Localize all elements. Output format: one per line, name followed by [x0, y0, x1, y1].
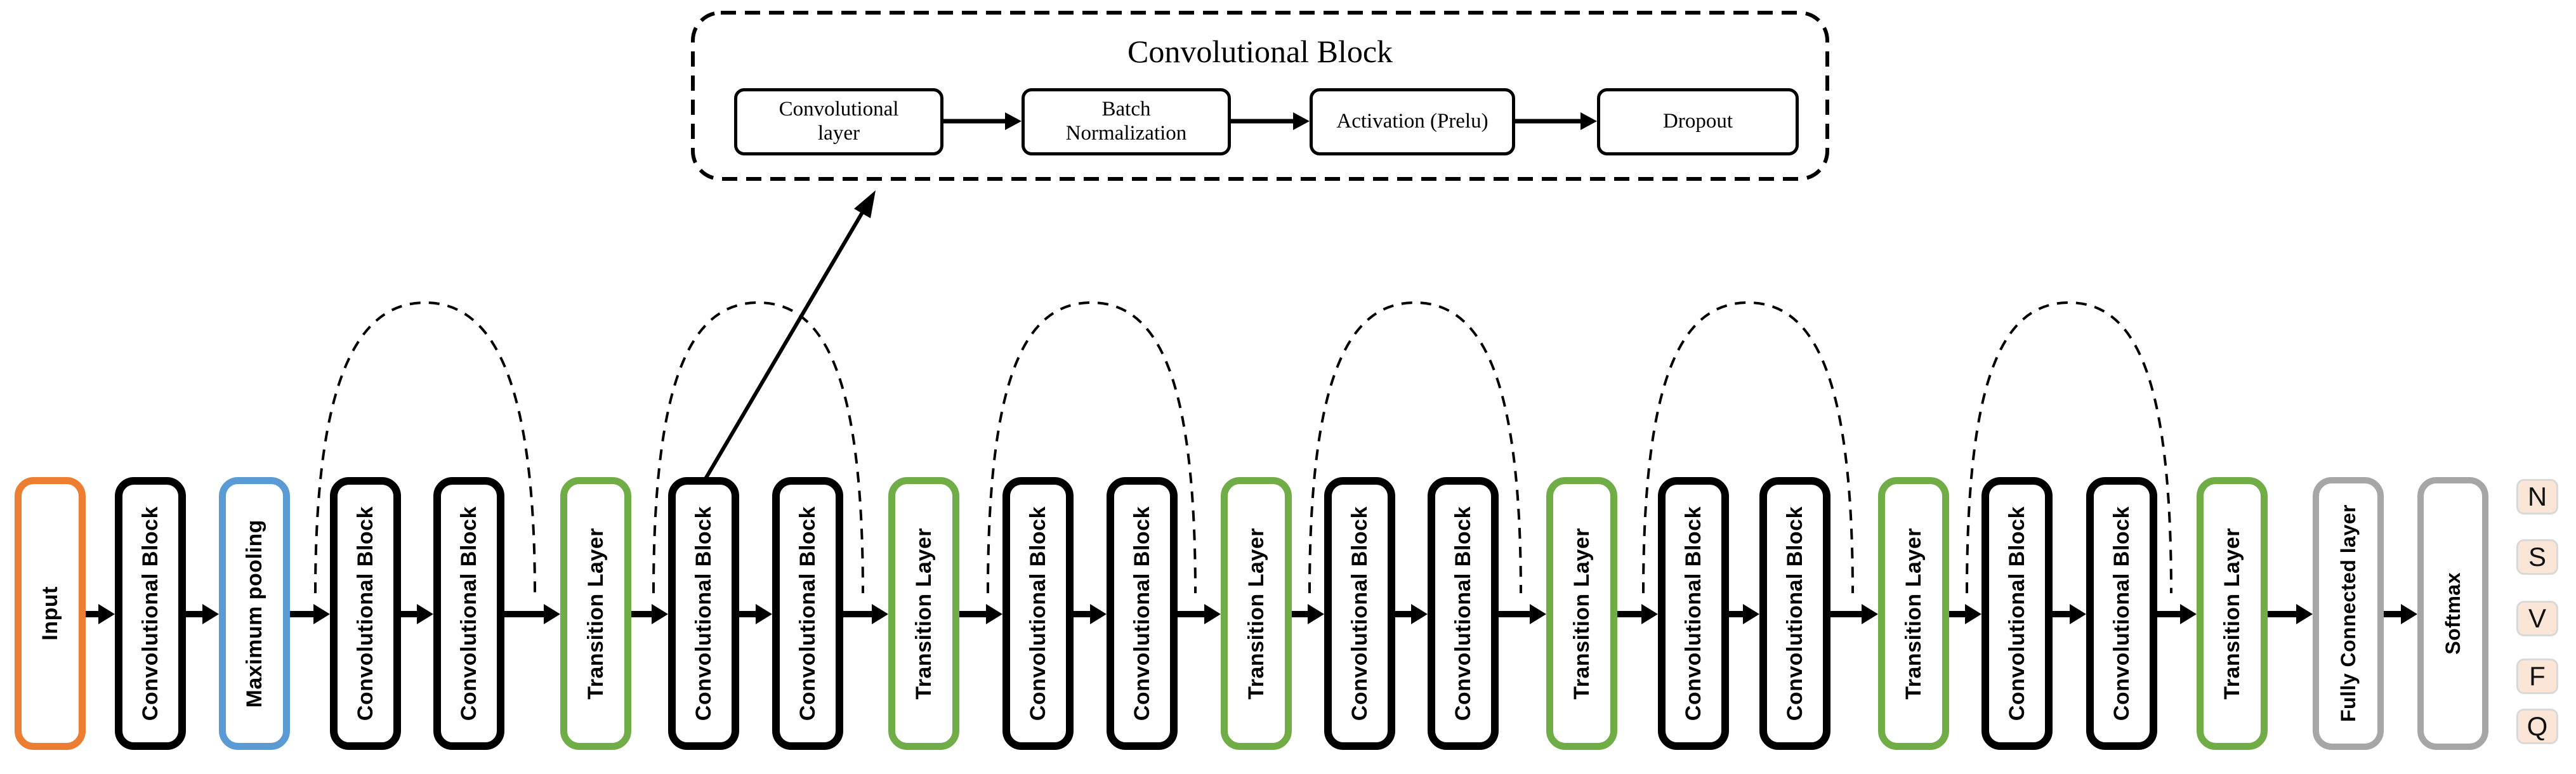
flow-arrow [2051, 604, 2086, 624]
skip-connection-arcs [314, 301, 2172, 594]
flow-box-maxpool: Maximum pooling [219, 477, 290, 750]
flow-arrow [84, 604, 115, 624]
flow-arrow [630, 604, 668, 624]
flow-box-label: Transition Layer [1569, 527, 1594, 700]
flow-box-label: Transition Layer [583, 527, 608, 700]
detail-step-batch-normalization: Batch Normalization [1022, 88, 1231, 155]
output-chip-q: Q [2516, 709, 2558, 744]
flow-box-conv-7: Convolutional Block [1107, 477, 1178, 750]
output-chip-f: F [2516, 659, 2558, 694]
flow-arrow [2266, 604, 2313, 624]
flow-box-label: Maximum pooling [242, 519, 266, 708]
detail-step-arrow [943, 112, 1022, 130]
flow-box-label: Convolutional Block [1025, 506, 1050, 721]
output-chip-label: F [2529, 661, 2546, 691]
output-chip-label: V [2528, 603, 2546, 633]
skip-connection-arc [1966, 301, 2172, 594]
flow-arrow [1176, 604, 1221, 624]
flow-arrow [400, 604, 433, 624]
flow-box-transition-1: Transition Layer [560, 477, 631, 750]
output-chip-s: S [2516, 539, 2558, 575]
detail-step-arrows [943, 112, 1597, 130]
detail-step-label: Convolutional layer [779, 98, 899, 145]
flow-box-label: Convolutional Block [353, 506, 378, 721]
flow-arrow [1497, 604, 1546, 624]
detail-step-label: Activation (Prelu) [1336, 110, 1488, 133]
flow-box-label: Transition Layer [1901, 527, 1926, 700]
flow-box-conv-11: Convolutional Block [1759, 477, 1830, 750]
detail-panel-border [691, 11, 1829, 181]
flow-box-label: Convolutional Block [1347, 506, 1372, 721]
flow-arrow [1728, 604, 1759, 624]
flow-box-label: Convolutional Block [1681, 506, 1705, 721]
flow-arrow [842, 604, 888, 624]
detail-step-label: Dropout [1663, 110, 1733, 133]
flow-box-label: Input [37, 586, 62, 641]
flow-box-transition-3: Transition Layer [1221, 477, 1292, 750]
flow-arrow [1291, 604, 1324, 624]
detail-step-convolutional-layer: Convolutional layer [734, 88, 943, 155]
flow-box-label: Convolutional Block [1782, 506, 1807, 721]
output-chip-label: N [2527, 482, 2547, 511]
flow-box-conv-13: Convolutional Block [2086, 477, 2157, 750]
flow-box-label: Convolutional Block [1129, 506, 1154, 721]
flow-box-label: Transition Layer [1244, 527, 1268, 700]
flow-box-label: Softmax [2441, 572, 2464, 655]
flow-box-label: Convolutional Block [2004, 506, 2029, 721]
flow-box-label: Convolutional Block [138, 506, 162, 721]
flow-arrow [185, 604, 219, 624]
flow-box-label: Transition Layer [911, 527, 936, 700]
flow-arrow [1616, 604, 1658, 624]
flow-box-conv-5: Convolutional Block [772, 477, 843, 750]
detail-panel-title: Convolutional Block [1127, 34, 1393, 69]
flow-box-conv-8: Convolutional Block [1324, 477, 1395, 750]
flow-box-transition-2: Transition Layer [888, 477, 959, 750]
detail-step-label: Batch Normalization [1065, 98, 1187, 145]
flow-arrow [289, 604, 330, 624]
flow-box-label: Convolutional Block [1450, 506, 1475, 721]
output-chip-label: Q [2527, 711, 2548, 741]
flow-arrow [2382, 604, 2417, 624]
flow-box-softmax: Softmax [2417, 477, 2488, 750]
flow-box-transition-6: Transition Layer [2197, 477, 2268, 750]
flow-box-conv-12: Convolutional Block [1981, 477, 2053, 750]
detail-step-arrow [1231, 112, 1310, 130]
flow-arrow [1072, 604, 1107, 624]
flow-arrow [1948, 604, 1981, 624]
flow-box-label: Fully Connected layer [2336, 504, 2360, 723]
flow-arrow [738, 604, 772, 624]
flow-box-fully-connected: Fully Connected layer [2313, 477, 2384, 750]
flow-box-label: Convolutional Block [795, 506, 820, 721]
output-chip-label: S [2528, 542, 2546, 572]
flow-box-label: Convolutional Block [456, 506, 481, 721]
output-chip-v: V [2516, 601, 2558, 636]
detail-step-arrow [1515, 112, 1597, 130]
flow-box-transition-4: Transition Layer [1546, 477, 1617, 750]
flow-box-conv-10: Convolutional Block [1658, 477, 1729, 750]
detail-step-dropout: Dropout [1597, 88, 1799, 155]
output-chip-n: N [2516, 479, 2558, 515]
detail-callout-arrow [700, 190, 876, 485]
flow-box-conv-9: Convolutional Block [1428, 477, 1499, 750]
flow-box-label: Convolutional Block [2109, 506, 2134, 721]
flow-box-label: Convolutional Block [691, 506, 716, 721]
detail-step-activation-prelu: Activation (Prelu) [1310, 88, 1515, 155]
flow-box-conv-1: Convolutional Block [115, 477, 186, 750]
flow-arrow [958, 604, 1002, 624]
flow-box-transition-5: Transition Layer [1878, 477, 1949, 750]
flow-box-conv-3: Convolutional Block [433, 477, 504, 750]
flow-box-label: Transition Layer [2219, 527, 2244, 700]
flow-box-input: Input [15, 477, 86, 750]
flow-box-conv-6: Convolutional Block [1002, 477, 1074, 750]
flow-arrows [84, 604, 2417, 624]
flow-arrow [2156, 604, 2197, 624]
flow-arrow [503, 604, 560, 624]
flow-arrow [1829, 604, 1878, 624]
flow-box-conv-4: Convolutional Block [668, 477, 739, 750]
flow-box-conv-2: Convolutional Block [330, 477, 401, 750]
flow-arrow [1394, 604, 1428, 624]
